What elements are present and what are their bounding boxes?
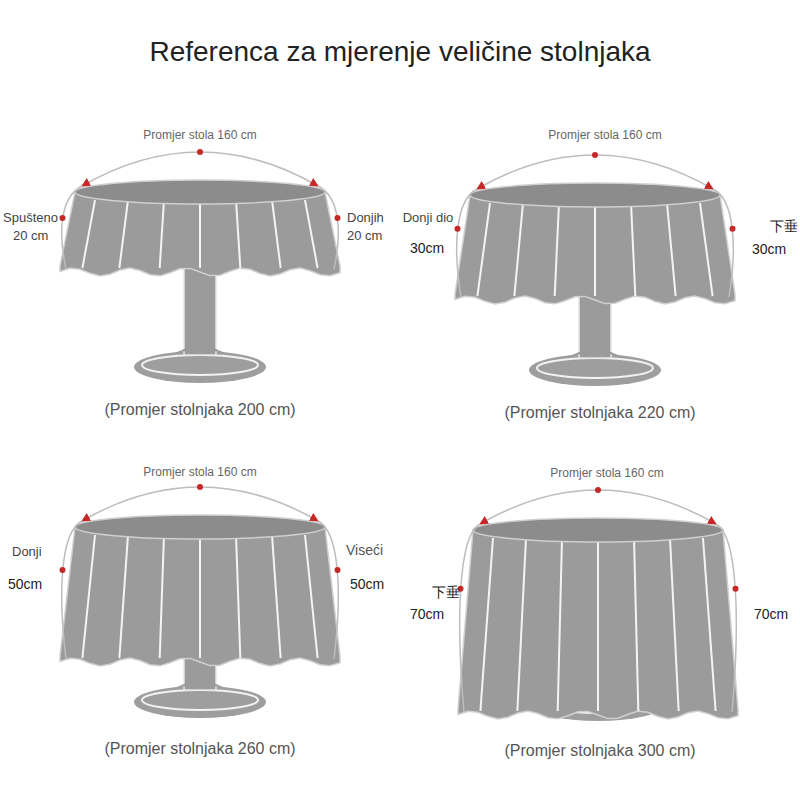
table-top	[470, 183, 720, 207]
base-rim	[142, 690, 258, 710]
drop-arc	[62, 186, 82, 269]
measure-dot	[335, 215, 341, 221]
cloth-fold	[305, 535, 318, 658]
cloth-fold	[631, 203, 635, 296]
cloth-fold	[82, 200, 95, 268]
drop-label: 50cm	[8, 576, 42, 592]
drop-arc	[318, 186, 338, 269]
cloth-fold	[199, 535, 201, 658]
drop-arc	[713, 189, 733, 297]
drop-arc	[62, 521, 82, 659]
diameter-label: Promjer stola 160 cm	[548, 129, 661, 143]
diameter-arc	[82, 152, 318, 186]
cloth-fold	[594, 203, 596, 296]
table-figure	[458, 487, 739, 721]
drop-arc	[318, 521, 338, 659]
measure-dot	[455, 226, 461, 232]
base-rim	[142, 355, 258, 375]
diameter-label: Promjer stola 160 cm	[143, 129, 256, 143]
drop-label: Spušteno	[3, 211, 58, 226]
cloth-fold	[670, 538, 679, 711]
cloth-fold	[236, 535, 240, 658]
drop-label: Donji dio	[403, 211, 454, 226]
cloth-fold	[700, 203, 713, 296]
diameter-label: Promjer stola 160 cm	[550, 467, 663, 481]
diameter-arc	[477, 155, 713, 189]
table-figure	[60, 484, 341, 718]
measure-dot	[197, 149, 203, 155]
table-base	[134, 686, 266, 718]
cloth-fold	[305, 200, 318, 268]
cloth-fold	[160, 535, 164, 658]
cloth-fold	[119, 200, 128, 268]
drop-label: Viseći	[346, 542, 383, 558]
drop-label: 30cm	[410, 240, 444, 256]
drop-label: 50cm	[350, 576, 384, 592]
cloth-fold	[667, 203, 676, 296]
cloth-fold	[597, 538, 599, 711]
measure-dot	[60, 567, 66, 573]
drop-label: Donjih	[347, 211, 384, 226]
drop-label: 20 cm	[347, 229, 382, 244]
cloth-fold	[236, 200, 240, 268]
drop-arc	[457, 189, 477, 297]
leg-foot	[565, 352, 625, 358]
table-base	[529, 354, 661, 386]
drop-label: 20 cm	[13, 229, 48, 244]
table-top	[75, 515, 325, 539]
cloth-fold	[703, 538, 716, 711]
base-rim	[537, 358, 653, 378]
drop-label: 70cm	[754, 606, 788, 622]
measure-dot	[730, 226, 736, 232]
size-caption: (Promjer stolnjaka 220 cm)	[504, 404, 695, 422]
table-figure	[455, 152, 736, 386]
leg-foot	[170, 684, 230, 690]
tablecloth	[458, 530, 738, 719]
cloth-fold	[634, 538, 638, 711]
cloth-fold	[160, 200, 164, 268]
cloth-fold	[517, 538, 526, 711]
tablecloth	[60, 527, 340, 666]
cloth-fold	[199, 200, 201, 268]
cloth-fold	[555, 203, 559, 296]
drop-label: 下垂	[432, 584, 460, 600]
cloth-fold	[480, 538, 493, 711]
measure-dot	[60, 215, 66, 221]
table-figure	[60, 149, 341, 383]
title: Referenca za mjerenje veličine stolnjaka	[149, 36, 650, 68]
cloth-fold	[272, 535, 281, 658]
measure-dot	[197, 484, 203, 490]
table-top	[473, 518, 723, 542]
measure-dot	[592, 152, 598, 158]
drop-label: Donji	[12, 545, 42, 560]
drop-label: 30cm	[752, 241, 786, 257]
diameter-label: Promjer stola 160 cm	[143, 466, 256, 480]
size-caption: (Promjer stolnjaka 260 cm)	[104, 740, 295, 758]
diameter-arc	[480, 490, 716, 524]
drop-label: 下垂	[770, 218, 798, 234]
cloth-fold	[272, 200, 281, 268]
size-caption: (Promjer stolnjaka 300 cm)	[504, 742, 695, 760]
size-caption: (Promjer stolnjaka 200 cm)	[104, 401, 295, 419]
diameter-arc	[82, 487, 318, 521]
measure-dot	[733, 586, 739, 592]
table-top	[75, 180, 325, 204]
cloth-fold	[82, 535, 95, 658]
measure-dot	[335, 567, 341, 573]
leg-foot	[170, 349, 230, 355]
drop-arc	[716, 524, 736, 712]
cloth-fold	[558, 538, 562, 711]
measure-dot	[595, 487, 601, 493]
drop-label: 70cm	[410, 606, 444, 622]
table-base	[134, 351, 266, 383]
drop-arc	[460, 524, 480, 712]
cloth-fold	[514, 203, 523, 296]
cloth-fold	[119, 535, 128, 658]
cloth-fold	[477, 203, 490, 296]
tablecloth	[455, 195, 735, 304]
